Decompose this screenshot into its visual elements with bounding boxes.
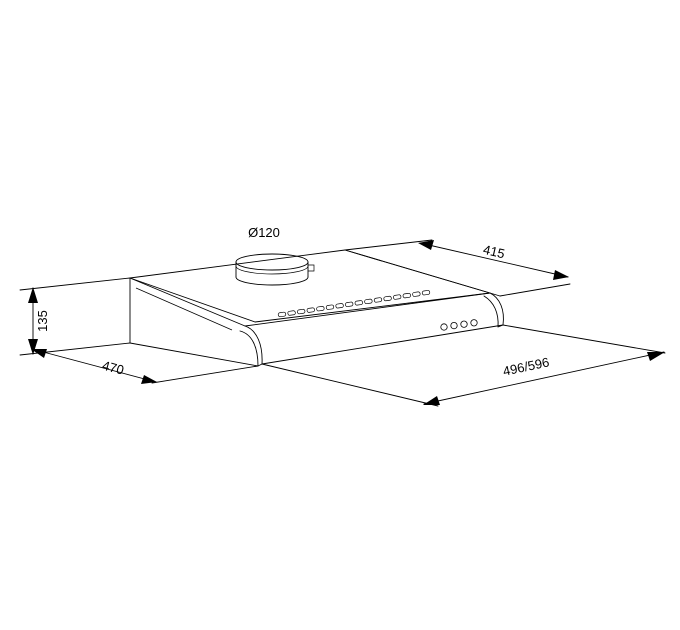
hood-body	[129, 249, 504, 367]
height-arrow-top	[28, 287, 38, 303]
width-label: 496/596	[502, 354, 551, 378]
hood-front-left-corner	[239, 325, 263, 367]
vent-slot	[325, 304, 335, 310]
depth-dimension-line	[419, 242, 569, 278]
dimension-height: 135	[19, 277, 131, 356]
vent-slot	[383, 295, 392, 302]
side-depth-dimension-line	[31, 348, 157, 383]
dimension-width: 496/596	[261, 324, 666, 407]
vent-slot	[402, 292, 411, 299]
vent-slot	[421, 290, 431, 296]
hood-front-top-edge	[244, 292, 491, 327]
vent-grille	[277, 290, 431, 318]
duct-collar-tab	[308, 264, 315, 272]
vent-slot	[412, 291, 421, 297]
vent-slot	[277, 311, 287, 318]
side-depth-arrow-left	[31, 349, 47, 358]
control-knob	[450, 321, 458, 330]
control-knobs	[440, 319, 478, 331]
depth-arrow-front	[553, 270, 569, 280]
duct-collar	[235, 253, 315, 286]
dimension-side-depth: 470	[31, 348, 259, 384]
control-knob	[440, 323, 448, 331]
duct-collar-ring	[235, 265, 309, 275]
vent-slot	[297, 308, 306, 315]
vent-slot	[287, 310, 296, 316]
vent-slot	[354, 300, 363, 306]
width-dimension-line	[423, 351, 665, 405]
hood-left-side-edge	[129, 277, 246, 327]
hood-rear-right-edge	[344, 249, 501, 297]
depth-extension-rear	[344, 239, 433, 251]
vent-slot	[345, 301, 354, 307]
width-arrow-right	[647, 352, 665, 361]
vent-slot	[316, 306, 325, 312]
control-knob	[460, 320, 468, 328]
hood-left-bottom-edge	[129, 342, 259, 367]
depth-label: 415	[482, 242, 507, 261]
height-arrow-bottom	[28, 339, 38, 355]
control-knob	[470, 319, 478, 327]
hood-front-bottom-edge	[261, 324, 504, 365]
depth-extension-front	[499, 283, 571, 297]
vent-slot	[335, 303, 344, 309]
vent-slot	[364, 298, 373, 305]
hood-front-right-corner	[483, 292, 504, 328]
side-depth-arrow-right	[141, 375, 157, 384]
vent-slot	[373, 297, 383, 303]
height-label: 135	[35, 310, 50, 332]
vent-slot	[306, 307, 315, 313]
duct-collar-base	[235, 276, 309, 286]
dimension-depth: 415	[344, 239, 571, 297]
side-depth-extension	[151, 365, 259, 384]
height-extension-top	[19, 277, 131, 291]
duct-diameter-label: Ø120	[248, 225, 280, 240]
depth-arrow-rear	[418, 240, 434, 250]
duct-collar-top	[235, 253, 309, 271]
width-extension-left	[261, 363, 439, 407]
vent-slot	[393, 294, 402, 300]
width-arrow-left	[423, 396, 440, 405]
hood-side-inner-line	[135, 287, 233, 331]
side-depth-label: 470	[101, 358, 126, 378]
width-extension-right	[502, 324, 666, 354]
